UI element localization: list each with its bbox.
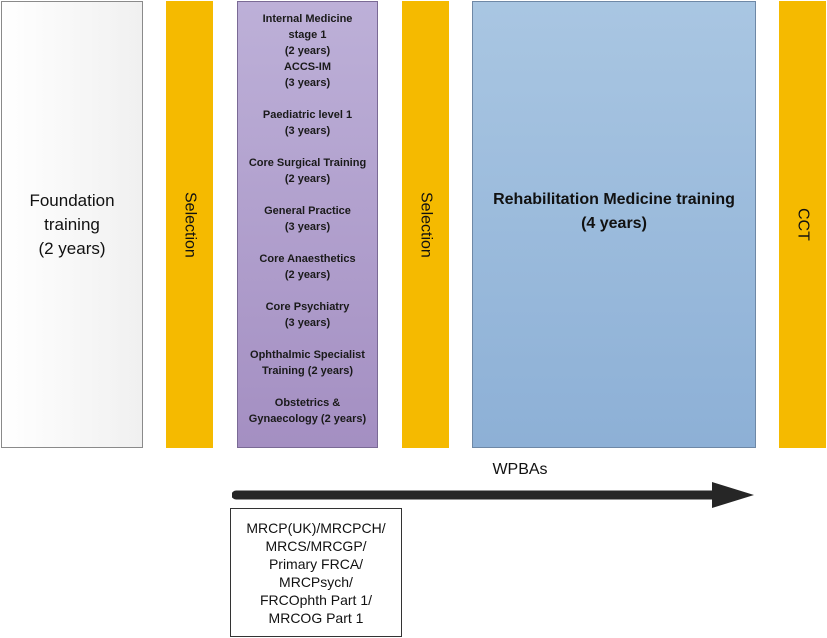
foundation-training-label: Foundation training (2 years)	[29, 190, 115, 258]
core-item-accs-im: ACCS-IM (3 years)	[283, 61, 332, 89]
core-item-general-practice: General Practice (3 years)	[264, 205, 351, 233]
wpba-label: WPBAs	[492, 461, 548, 478]
selection-label-1: Selection	[181, 191, 199, 258]
timeline-arrow	[232, 482, 754, 508]
exam-requirements-box: MRCP(UK)/MRCPCH/ MRCS/MRCGP/ Primary FRC…	[230, 508, 402, 637]
core-training-box: Internal Medicine stage 1 (2 years) ACCS…	[237, 1, 378, 448]
cct-bar: CCT	[779, 1, 826, 448]
core-item-paediatric: Paediatric level 1 (3 years)	[262, 109, 353, 137]
core-item-core-psychiatry: Core Psychiatry (3 years)	[265, 301, 350, 329]
specialty-training-label: Rehabilitation Medicine training (4 year…	[493, 190, 735, 232]
selection-bar-2: Selection	[402, 1, 449, 448]
core-item-obstetrics: Obstetrics & Gynaecology (2 years)	[248, 397, 367, 425]
core-item-core-anaesthetics: Core Anaesthetics (2 years)	[259, 253, 356, 281]
selection-bar-1: Selection	[166, 1, 213, 448]
specialty-training-box: Rehabilitation Medicine training (4 year…	[472, 1, 756, 448]
timeline-arrow-head	[712, 482, 754, 508]
core-item-internal-medicine: Internal Medicine stage 1 (2 years)	[262, 13, 353, 57]
core-item-core-surgical: Core Surgical Training (2 years)	[248, 157, 367, 185]
foundation-training-box: Foundation training (2 years)	[1, 1, 143, 448]
core-item-ophthalmic: Ophthalmic Specialist Training (2 years)	[250, 349, 365, 377]
selection-label-2: Selection	[417, 191, 435, 258]
cct-label: CCT	[794, 208, 812, 241]
